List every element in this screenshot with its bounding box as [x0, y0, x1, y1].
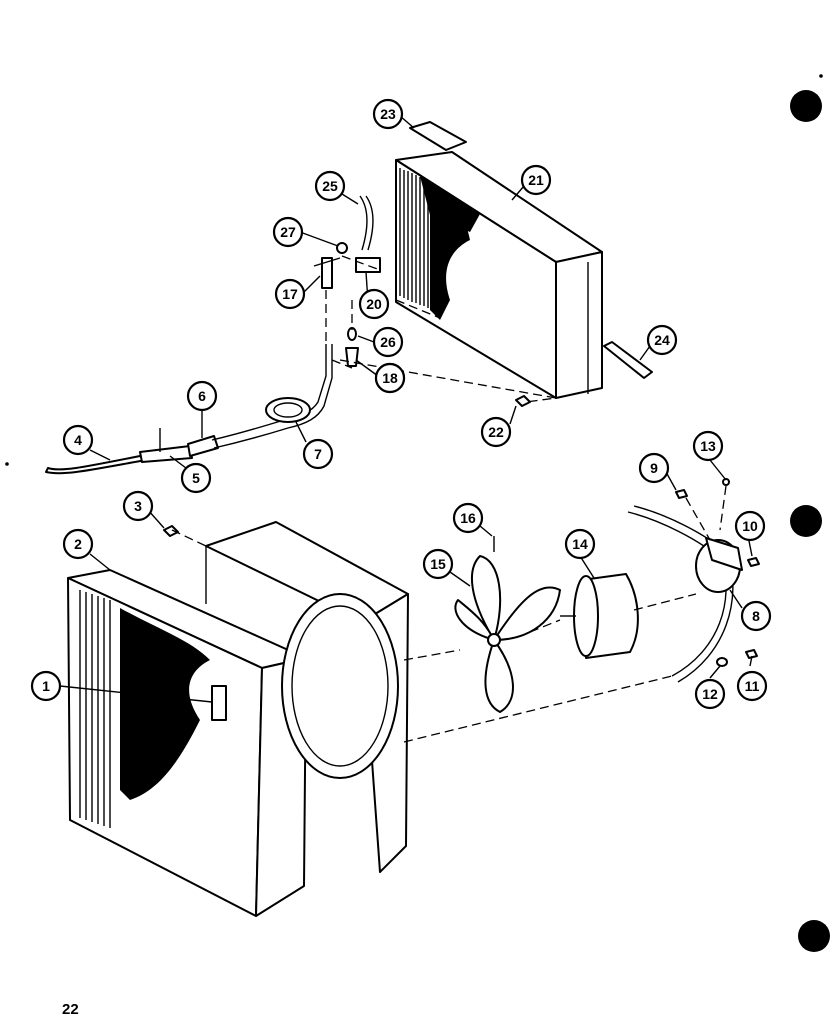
screw-3	[163, 525, 179, 537]
callout: 26	[372, 326, 404, 358]
fan-shroud	[205, 521, 409, 873]
callout-label: 24	[654, 332, 670, 348]
speck	[819, 74, 823, 78]
callout: 11	[736, 670, 768, 702]
callout-label: 15	[430, 556, 446, 572]
side-bracket	[603, 341, 653, 379]
binder-hole-top	[790, 90, 822, 122]
callout-label: 14	[572, 536, 588, 552]
top-bracket	[409, 121, 467, 151]
callout-label: 17	[282, 286, 298, 302]
callout: 3	[122, 490, 154, 522]
clamp-20	[355, 257, 381, 273]
callout-label: 4	[74, 432, 82, 448]
callout: 15	[422, 548, 454, 580]
callout: 7	[302, 438, 334, 470]
callout: 8	[740, 600, 772, 632]
callout-label: 7	[314, 446, 322, 462]
callout-label: 23	[380, 106, 396, 122]
callout: 17	[274, 278, 306, 310]
callout-label: 1	[42, 678, 50, 694]
strainer-18	[345, 347, 359, 367]
callout-label: 10	[742, 518, 758, 534]
callout: 14	[564, 528, 596, 560]
binder-hole-bottom	[798, 920, 830, 952]
callout-label: 9	[650, 460, 658, 476]
callout: 9	[638, 452, 670, 484]
callout-label: 13	[700, 438, 716, 454]
tube-25b	[365, 195, 374, 251]
callout-label: 5	[192, 470, 200, 486]
nut-9	[675, 489, 688, 499]
callout: 24	[646, 324, 678, 356]
callout: 22	[480, 416, 512, 448]
tube-25	[359, 195, 368, 251]
valve-cap	[336, 242, 348, 254]
fan-motor	[560, 573, 639, 659]
callout: 12	[694, 678, 726, 710]
callout: 6	[186, 380, 218, 412]
page-number: 22	[62, 1001, 79, 1018]
callout-label: 25	[322, 178, 338, 194]
callout: 27	[272, 216, 304, 248]
coil-fins	[399, 168, 480, 320]
callout-label: 11	[745, 678, 760, 694]
callout: 1	[30, 670, 62, 702]
condenser-coil	[395, 151, 603, 399]
leader-lines	[59, 115, 753, 703]
callout-label: 8	[752, 608, 760, 624]
callout-label: 21	[528, 172, 544, 188]
fan-blade	[454, 555, 561, 713]
callout: 2	[62, 528, 94, 560]
callout: 5	[180, 462, 212, 494]
refrigerant-tubing	[45, 344, 333, 475]
callout: 13	[692, 430, 724, 462]
callout-label: 16	[460, 510, 476, 526]
callout-label: 3	[134, 498, 142, 514]
service-valve	[321, 257, 333, 289]
callout-label: 20	[366, 296, 382, 312]
motor-mount	[627, 505, 743, 683]
screw-10	[747, 557, 760, 567]
callout-label: 27	[280, 224, 296, 240]
coil-label	[211, 685, 227, 721]
callout: 16	[452, 502, 484, 534]
callout: 10	[734, 510, 766, 542]
binder-hole-middle	[790, 505, 822, 537]
callout: 20	[358, 288, 390, 320]
callout-label: 6	[198, 388, 206, 404]
callout-label: 22	[488, 424, 504, 440]
callout: 23	[372, 98, 404, 130]
washer-12	[716, 657, 728, 667]
screw-22	[515, 395, 531, 407]
callout-label: 26	[380, 334, 396, 350]
callout: 25	[314, 170, 346, 202]
callout-label: 2	[74, 536, 82, 552]
callout-label: 12	[702, 686, 718, 702]
screw-11	[745, 649, 758, 659]
callout: 18	[374, 362, 406, 394]
front-coil	[67, 569, 307, 917]
callout: 4	[62, 424, 94, 456]
callout: 21	[520, 164, 552, 196]
speck	[5, 462, 9, 466]
callout-label: 18	[382, 370, 398, 386]
